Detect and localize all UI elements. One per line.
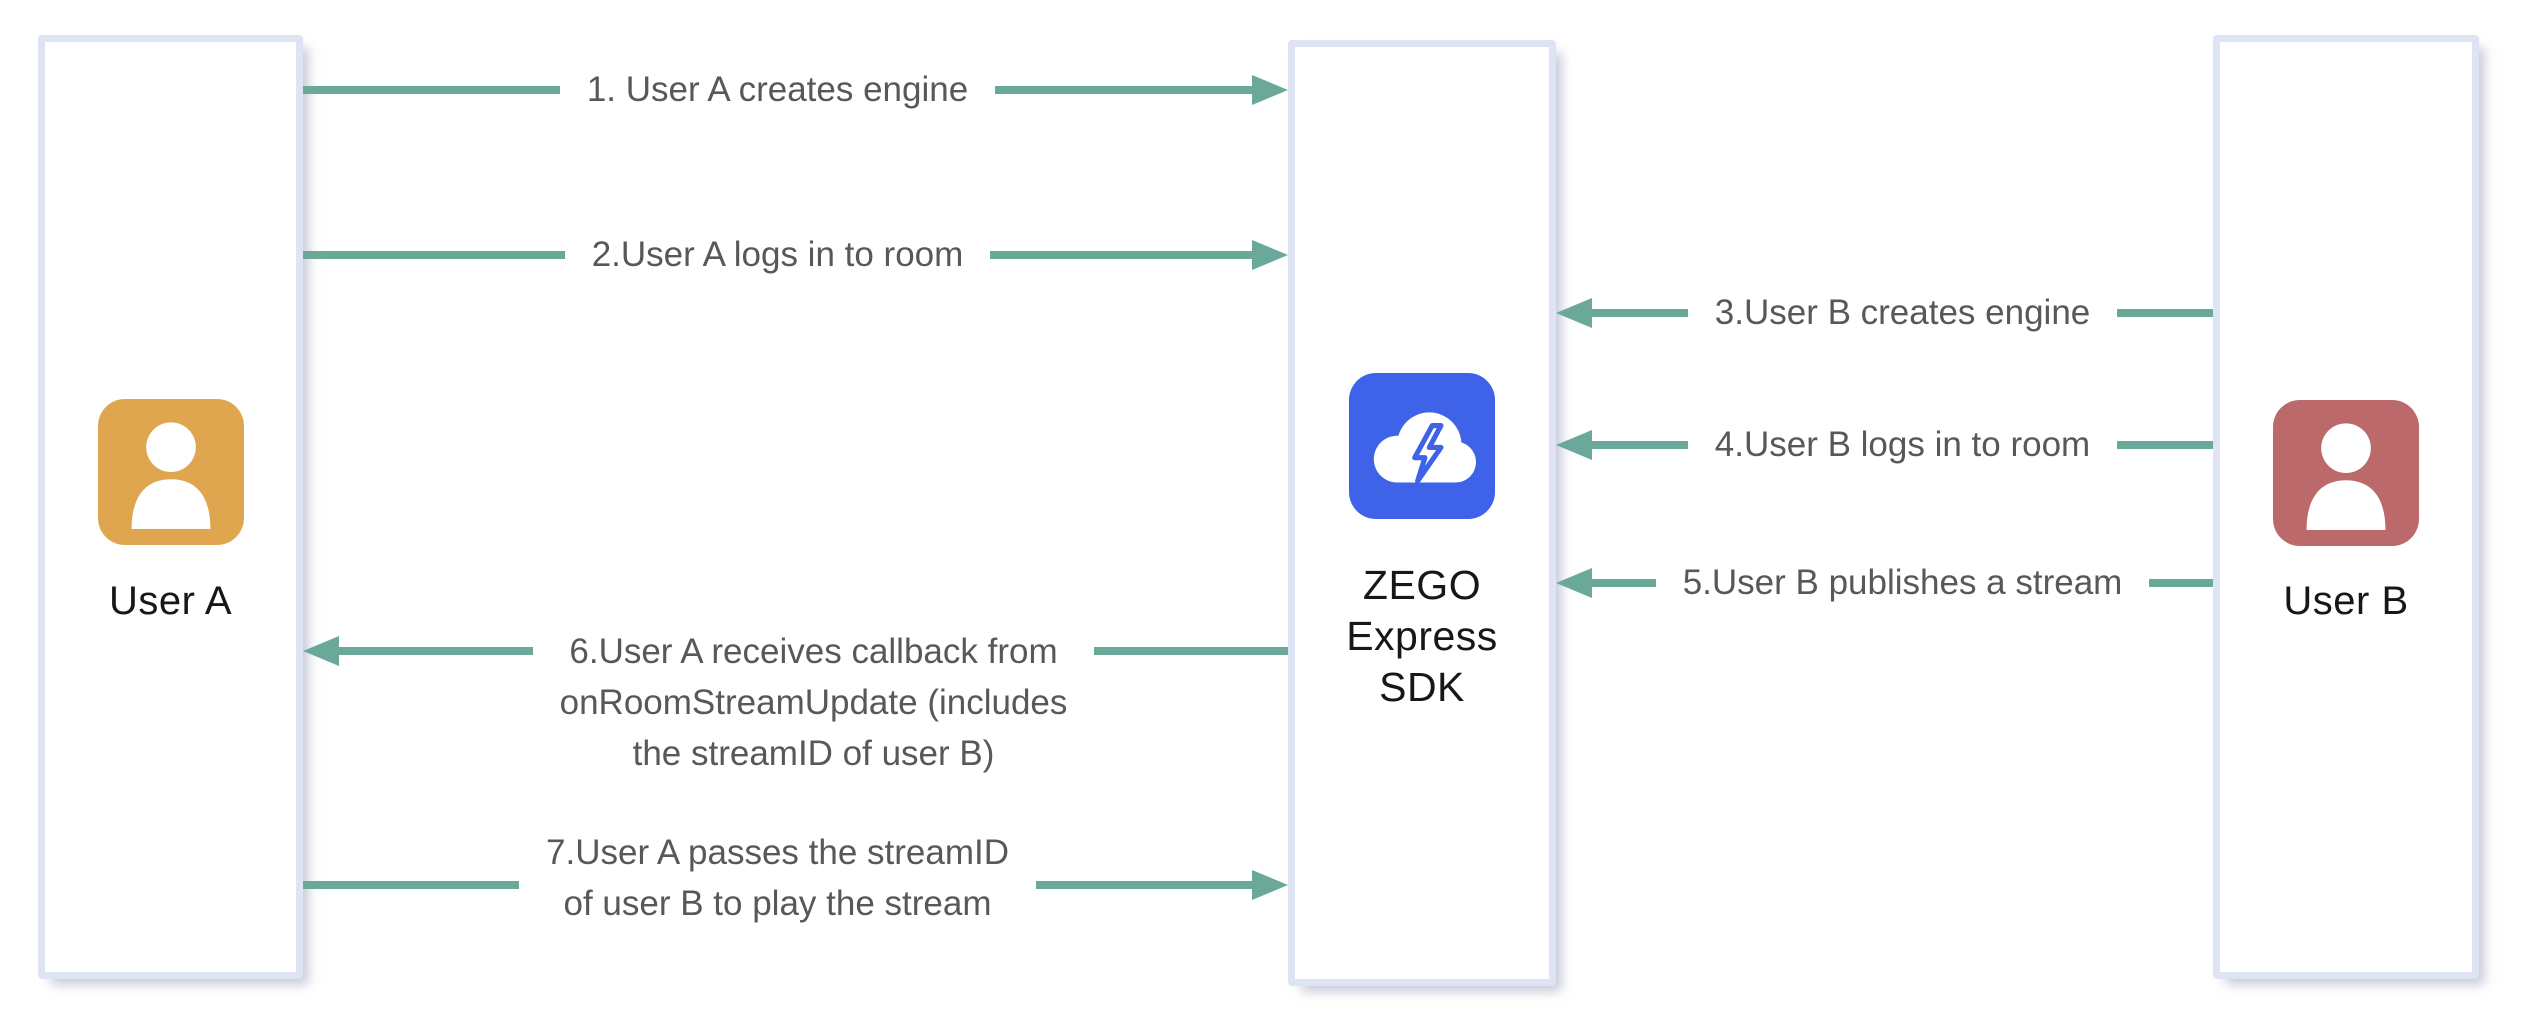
actor-lane-user-a: User A <box>38 35 303 979</box>
arrow-line <box>303 86 560 94</box>
sdk-avatar <box>1349 373 1495 519</box>
arrow-step-6-label: 6.User A receives callback from onRoomSt… <box>533 626 1095 779</box>
arrow-step-1-label: 1. User A creates engine <box>586 70 969 109</box>
arrow-step-7-label: 7.User A passes the streamID of user B t… <box>519 827 1036 929</box>
arrow-line <box>1592 441 1688 449</box>
person-icon <box>131 422 210 529</box>
actor-lane-user-b: User B <box>2213 35 2479 979</box>
arrowhead-left-icon <box>303 636 339 666</box>
arrow-step-6-label-line: 6.User A receives callback from <box>569 631 1058 671</box>
sdk-name-line: SDK <box>1379 664 1465 710</box>
actor-name-user-b: User B <box>2283 579 2409 623</box>
arrow-line <box>339 647 533 655</box>
arrow-line <box>303 251 565 259</box>
sdk-name-line: ZEGO <box>1362 562 1482 608</box>
actor-name-sdk: ZEGO Express SDK <box>1295 560 1549 713</box>
user-a-avatar <box>97 399 244 545</box>
actor-lane-sdk: ZEGO Express SDK <box>1288 40 1556 986</box>
arrow-step-2-label: 2.User A logs in to room <box>591 235 964 274</box>
arrow-line <box>303 881 520 889</box>
actor-name-user-a: User A <box>108 579 233 623</box>
arrow-line <box>2117 309 2214 317</box>
arrow-line <box>2117 441 2213 449</box>
arrowhead-left-icon <box>1556 298 1592 328</box>
arrow-line <box>1094 647 1289 655</box>
arrow-step-5-label: 5.User B publishes a stream <box>1682 563 2123 602</box>
arrowhead-right-icon <box>1252 75 1288 105</box>
arrow-line <box>990 251 1253 259</box>
arrow-line <box>995 86 1252 94</box>
arrow-line <box>1036 881 1253 889</box>
arrow-step-4-label: 4.User B logs in to room <box>1714 425 2091 464</box>
arrowhead-left-icon <box>1556 568 1592 598</box>
arrow-step-7-label-line: 7.User A passes the streamID <box>546 833 1009 872</box>
arrowhead-right-icon <box>1252 240 1289 270</box>
arrow-step-3-label: 3.User B creates engine <box>1714 293 2091 332</box>
person-icon <box>2306 423 2386 530</box>
arrow-line <box>1592 309 1688 317</box>
user-b-avatar <box>2273 400 2419 546</box>
arrow-step-6-label-line: onRoomStreamUpdate (includes <box>559 682 1068 722</box>
sdk-name-line: Express <box>1346 613 1498 659</box>
arrow-line <box>1592 579 1656 587</box>
arrowhead-left-icon <box>1556 430 1592 460</box>
arrowhead-right-icon <box>1252 870 1289 900</box>
arrow-step-6-label-line: the streamID of user B) <box>632 733 995 773</box>
arrow-line <box>2149 579 2214 587</box>
cloud-lightning-icon <box>1373 412 1477 484</box>
arrow-step-7-label-line: of user B to play the stream <box>563 884 992 923</box>
